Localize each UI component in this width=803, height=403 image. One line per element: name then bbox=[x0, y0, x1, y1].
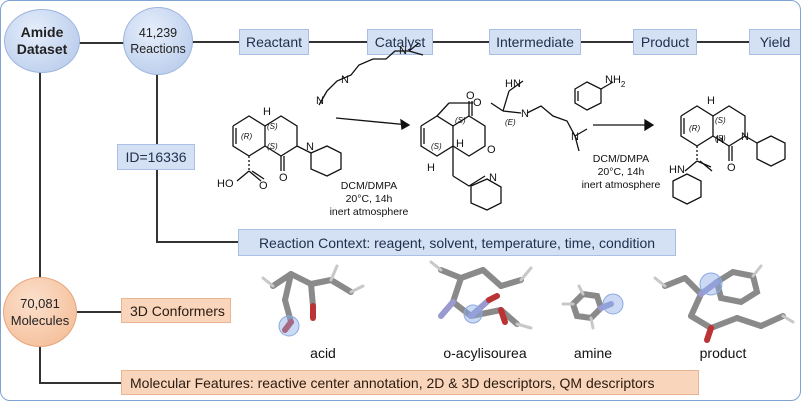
product-conformer bbox=[653, 264, 795, 343]
catalyst-structure bbox=[318, 42, 424, 106]
connector-reactions-stages bbox=[189, 41, 759, 43]
amine-nh-subscript: 2 bbox=[621, 80, 626, 89]
conformer-label-amine: amine bbox=[573, 345, 613, 361]
intermediate-e-label: (E) bbox=[505, 118, 516, 127]
conditions-step2-atmosphere: inert atmosphere bbox=[581, 179, 661, 191]
product-hn-label: HN bbox=[669, 164, 685, 176]
intermediate-o-label: O bbox=[473, 97, 482, 109]
reactant-s2-label: (S) bbox=[267, 142, 278, 151]
acid-conformer bbox=[261, 264, 365, 337]
stage-product: Product bbox=[633, 29, 697, 55]
acylisourea-conformer bbox=[429, 260, 533, 330]
molecules-node: 70,081 Molecules bbox=[3, 277, 77, 347]
product-o-label: O bbox=[727, 162, 736, 174]
product-h2-label: H bbox=[716, 134, 724, 146]
reactant-ho-label: HO bbox=[217, 178, 234, 190]
reactant-structure bbox=[232, 115, 342, 182]
conformers-box: 3D Conformers bbox=[121, 298, 231, 323]
intermediate-n-label: N bbox=[521, 108, 529, 120]
amine-nh2-label: NH2 bbox=[605, 74, 626, 89]
reactant-acid-o-label: O bbox=[259, 180, 268, 192]
reactant-s1-label: (S) bbox=[267, 122, 278, 131]
reactant-r-label: (R) bbox=[241, 132, 252, 141]
product-r-label: (R) bbox=[689, 124, 700, 133]
connector-dataset-features bbox=[39, 382, 121, 384]
molecular-features-box: Molecular Features: reactive center anno… bbox=[121, 370, 699, 395]
intermediate-h2-label: H bbox=[456, 138, 464, 150]
reaction-id-box: ID=16336 bbox=[117, 144, 195, 170]
amine-conformer bbox=[561, 284, 624, 330]
catalyst-n1-label: N bbox=[399, 45, 407, 57]
reactant-o-label: O bbox=[279, 172, 288, 184]
connector-dataset-vertical bbox=[39, 69, 41, 382]
intermediate-o2-label: O bbox=[487, 144, 496, 156]
product-s2-label: (S) bbox=[715, 134, 726, 143]
connector-molecules-conformers bbox=[75, 311, 121, 313]
intermediate-n2-label: N bbox=[489, 172, 497, 184]
catalyst-n3-label: N bbox=[316, 95, 324, 107]
reaction-scheme: N O HO O H (R) (S) (S) N N N O O HN N N … bbox=[217, 42, 786, 211]
conditions-step2-solvent: DCM/DMPA bbox=[592, 153, 650, 165]
reactions-label: Reactions bbox=[130, 42, 186, 56]
product-n-label: N bbox=[741, 131, 749, 143]
conditions-step2-temp: 20°C, 14h bbox=[597, 166, 645, 178]
stage-intermediate: Intermediate bbox=[489, 29, 581, 55]
stage-reactant: Reactant bbox=[239, 29, 309, 55]
dataset-title-line2: Dataset bbox=[16, 41, 68, 57]
conditions-step2: DCM/DMPA 20°C, 14h inert atmosphere bbox=[573, 153, 669, 192]
conditions-step1-solvent: DCM/DMPA bbox=[340, 180, 398, 192]
product-s1-label: (S) bbox=[715, 116, 726, 125]
intermediate-hn-label: HN bbox=[505, 78, 521, 90]
conditions-step1: DCM/DMPA 20°C, 14h inert atmosphere bbox=[321, 180, 417, 219]
reactions-count: 41,239 bbox=[138, 26, 178, 40]
molecules-label: Molecules bbox=[10, 313, 70, 328]
conformer-label-product: product bbox=[699, 345, 747, 361]
connector-reactions-context bbox=[156, 241, 238, 243]
reactant-h-label: H bbox=[263, 106, 271, 118]
conditions-step1-temp: 20°C, 14h bbox=[345, 193, 393, 205]
product-structure bbox=[672, 105, 786, 205]
intermediate-h-label: H bbox=[427, 162, 435, 174]
intermediate-co-label: O bbox=[466, 90, 475, 102]
reaction-arrow-1 bbox=[335, 117, 410, 126]
reactions-node: 41,239 Reactions bbox=[123, 7, 193, 75]
amine-nh-text: NH bbox=[605, 74, 621, 86]
conformer-renderings bbox=[261, 260, 795, 343]
intermediate-s1-label: (S) bbox=[455, 116, 466, 125]
reaction-context-box: Reaction Context: reagent, solvent, temp… bbox=[238, 229, 676, 256]
intermediate-structure bbox=[420, 80, 588, 211]
conformer-label-acid: acid bbox=[310, 345, 336, 361]
amide-dataset-node: Amide Dataset bbox=[4, 9, 80, 73]
product-h-label: H bbox=[707, 95, 715, 107]
dataset-title-line1: Amide bbox=[20, 24, 64, 40]
catalyst-n2-label: N bbox=[341, 74, 349, 86]
conditions-step1-atmosphere: inert atmosphere bbox=[329, 206, 409, 218]
molecules-count: 70,081 bbox=[20, 296, 60, 311]
conformer-label-acylisourea: o-acylisourea bbox=[443, 345, 527, 361]
amine-structure bbox=[574, 81, 614, 111]
connector-dataset-reactions bbox=[77, 42, 125, 44]
intermediate-nme-label: N bbox=[571, 131, 579, 143]
intermediate-s2-label: (S) bbox=[431, 142, 442, 151]
reactant-n-label: N bbox=[306, 141, 314, 153]
stage-yield: Yield bbox=[749, 29, 800, 55]
